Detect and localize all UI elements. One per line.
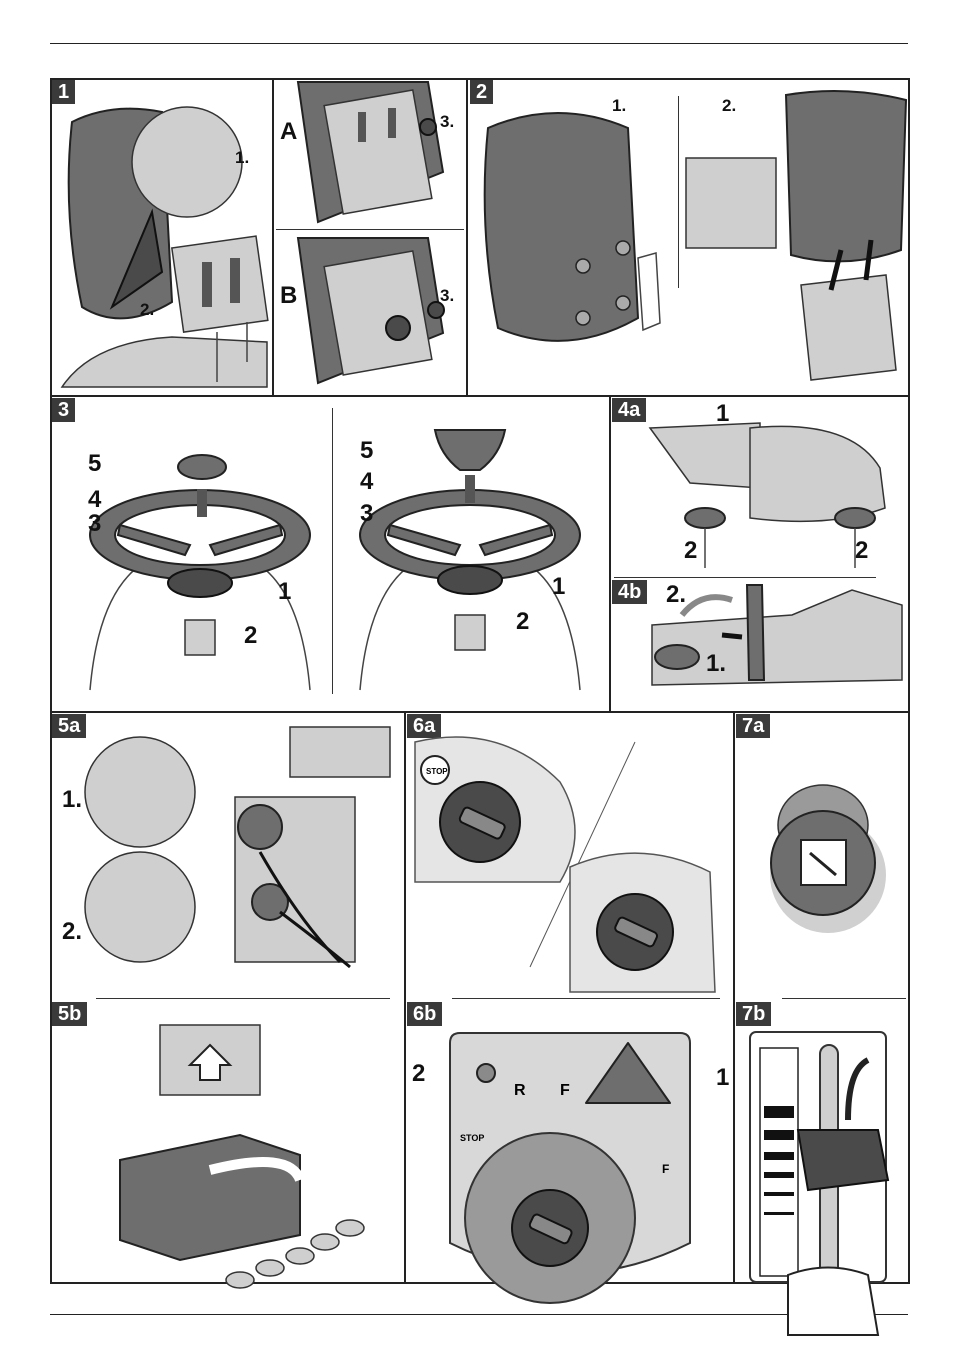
panel-6b-label-1: 1 — [716, 1064, 729, 1092]
panel-7b-throttle-illustration — [748, 1030, 918, 1340]
panel-2-seat-back-illustration — [478, 98, 678, 358]
panel-3-left-label-3: 3 — [88, 510, 101, 538]
panel-6b-f-text: F — [560, 1082, 570, 1099]
panel-4a-label-2-left: 2 — [684, 537, 697, 565]
divider-3-4 — [609, 396, 611, 712]
panel-1-seat-illustration — [52, 92, 272, 392]
panel-6b-stop-text: STOP — [460, 1133, 484, 1143]
divider-5a-5b — [96, 998, 390, 999]
panel-3-right-label-2: 2 — [516, 608, 529, 636]
panel-1-sub-a: A — [280, 118, 297, 146]
divider-7a-7b — [782, 998, 906, 999]
divider-ab — [276, 229, 464, 230]
panel-4a-label-2-right: 2 — [855, 537, 868, 565]
divider-1-2 — [466, 78, 468, 396]
panel-7a-button-illustration — [768, 775, 888, 935]
panel-5b-battery-caps-illustration — [110, 1020, 380, 1290]
divider-3-split — [332, 408, 333, 694]
panel-3-left-label-5: 5 — [88, 450, 101, 478]
panel-4b-step-2: 2. — [666, 581, 686, 609]
panel-1-sub-b: B — [280, 282, 297, 310]
panel-5a-battery-illustration — [80, 722, 400, 972]
divider-6a-6b — [452, 998, 720, 999]
panel-4b-badge: 4b — [612, 580, 647, 604]
panel-6b-r-text: R — [514, 1082, 526, 1099]
panel-3-left-label-2: 2 — [244, 622, 257, 650]
panel-6b-badge: 6b — [407, 1002, 442, 1026]
panel-1b-illustration — [278, 238, 463, 388]
panel-3-left-label-1: 1 — [278, 578, 291, 606]
divider-row2 — [50, 711, 910, 713]
panel-4a-badge: 4a — [612, 398, 646, 422]
panel-6b-label-2: 2 — [412, 1060, 425, 1088]
panel-4a-label-1: 1 — [716, 400, 729, 428]
panel-3-right-label-5: 5 — [360, 437, 373, 465]
divider-4a-4b — [614, 577, 876, 578]
divider-row1 — [50, 395, 910, 397]
panel-3-left-wheel-illustration — [80, 455, 320, 695]
panel-1-step-3b: 3. — [440, 286, 454, 306]
panel-2-mount-illustration — [686, 90, 906, 380]
divider-5-6 — [404, 712, 406, 1284]
panel-3-right-label-1: 1 — [552, 573, 565, 601]
panel-3-right-label-3: 3 — [360, 500, 373, 528]
panel-1-step-3a: 3. — [440, 112, 454, 132]
panel-4b-step-1: 1. — [706, 650, 726, 678]
panel-7b-badge: 7b — [736, 1002, 771, 1026]
panel-3-right-wheel-illustration — [350, 425, 590, 695]
panel-1a-illustration — [278, 82, 463, 227]
panel-1-step-1: 1. — [235, 148, 249, 168]
panel-4b-wheel-illustration — [652, 585, 902, 705]
panel-5b-badge: 5b — [52, 1002, 87, 1026]
panel-7a-badge: 7a — [736, 714, 770, 738]
divider-2-split — [678, 96, 679, 288]
panel-6a-ignition-illustration: STOP — [410, 722, 730, 992]
panel-3-right-label-4: 4 — [360, 468, 373, 496]
divider-1-ab — [272, 78, 274, 396]
top-rule — [50, 43, 908, 44]
panel-6b-dashboard-illustration: R F STOP F — [450, 1033, 695, 1283]
panel-3-badge: 3 — [52, 398, 75, 422]
panel-6b-f-small-text: F — [662, 1162, 669, 1176]
divider-6-7 — [733, 712, 735, 1284]
panel-6a-stop-text: STOP — [426, 767, 448, 776]
panel-1-step-2: 2. — [140, 300, 154, 320]
panel-5a-step-1: 1. — [62, 786, 82, 814]
panel-5a-step-2: 2. — [62, 918, 82, 946]
panel-2-step-1: 1. — [612, 96, 626, 116]
